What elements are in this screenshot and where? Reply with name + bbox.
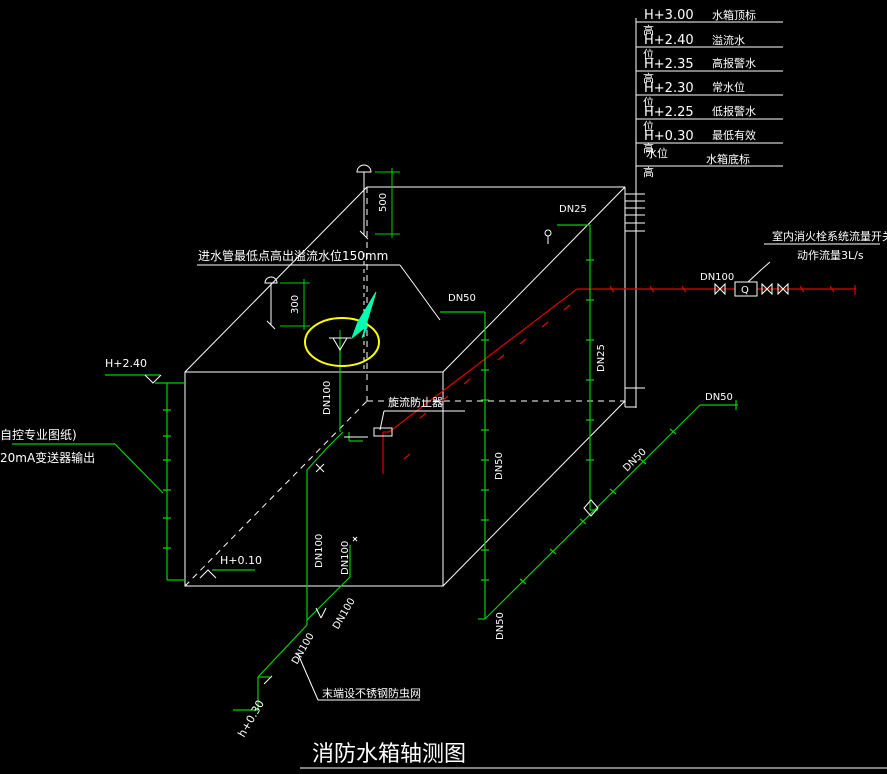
level-desc-2: 溢流水 [712, 33, 745, 47]
pipe-dn25-vert: DN25 [596, 344, 607, 372]
level-fragment: 位 [643, 47, 654, 61]
pointer-arrow [350, 291, 377, 340]
svg-text:Q: Q [741, 285, 749, 296]
elev-h010: H+0.10 [220, 554, 262, 567]
level-elev-5: H+2.25 [644, 105, 694, 120]
annotation-texts: 进水管最低点高出溢流水位150mm 室内消火栓系统流量开关 动作流量3L/s 旋… [0, 193, 887, 740]
level-fragment: 水位 [646, 146, 668, 160]
tank-box [184, 186, 626, 587]
pipe-dn100-a: DN100 [314, 534, 325, 568]
pipe-dn100-vert: DN100 [322, 381, 333, 415]
level-fragment: 位 [643, 95, 654, 109]
vortex-label: 旋流防止器 [388, 395, 443, 409]
left-note-1: 自控专业图纸) [0, 427, 77, 442]
level-scale [625, 18, 783, 408]
level-elev-2: H+2.40 [644, 33, 694, 48]
level-fragment: 高 [643, 165, 654, 179]
dim-300: 300 [290, 295, 301, 314]
level-desc-3: 高报警水 [712, 56, 756, 70]
flow-rate-label: 动作流量3L/s [797, 248, 864, 262]
inlet-note: 进水管最低点高出溢流水位150mm [198, 248, 388, 263]
flow-switch-assembly: Q [714, 261, 789, 297]
level-fragment: 高 [643, 141, 654, 155]
end-net-label: 末端设不锈钢防虫网 [322, 686, 421, 700]
level-fragment: 高 [643, 23, 654, 37]
level-fragment: 位 [643, 119, 654, 133]
level-desc-4: 常水位 [712, 80, 745, 94]
level-desc-7: 水箱底标 [706, 152, 750, 166]
inlet-pipe-red [382, 285, 856, 474]
flow-switch-label: 室内消火栓系统流量开关 [772, 229, 887, 243]
level-elev-4: H+2.30 [644, 81, 694, 96]
pipe-dn50-right: DN50 [705, 392, 733, 403]
level-fragment: 高 [643, 71, 654, 85]
highlight-ellipse [304, 317, 380, 367]
level-desc-1: 水箱顶标 [712, 8, 756, 22]
pipe-dn100-b: DN100 [340, 541, 351, 575]
level-desc-6: 最低有效 [712, 128, 756, 142]
inlet-note-leader [197, 243, 880, 701]
dim-500: 500 [378, 193, 389, 212]
pipe-dn25-top: DN25 [559, 204, 587, 215]
level-elev-6: H+0.30 [644, 129, 694, 144]
level-elev-3: H+2.35 [644, 57, 694, 72]
pipe-dn50-vert: DN50 [494, 452, 505, 480]
level-desc-5: 低报警水 [712, 104, 756, 118]
level-labels: H+3.00 水箱顶标 H+2.40 溢流水 H+2.35 高报警水 H+2.3… [643, 8, 756, 179]
pipe-dn50-low: DN50 [495, 612, 506, 640]
dimension-lines-green [280, 168, 400, 338]
elev-h240: H+2.40 [105, 357, 147, 370]
pipe-dn100-right: DN100 [700, 272, 734, 283]
pipe-dn50-over: DN50 [448, 293, 476, 304]
green-pipes [12, 224, 738, 711]
level-elev-1: H+3.00 [644, 8, 694, 23]
left-note-2: 20mA变送器输出 [0, 450, 95, 465]
diagram-title: 消防水箱轴测图 [312, 742, 466, 767]
fittings [144, 229, 599, 685]
